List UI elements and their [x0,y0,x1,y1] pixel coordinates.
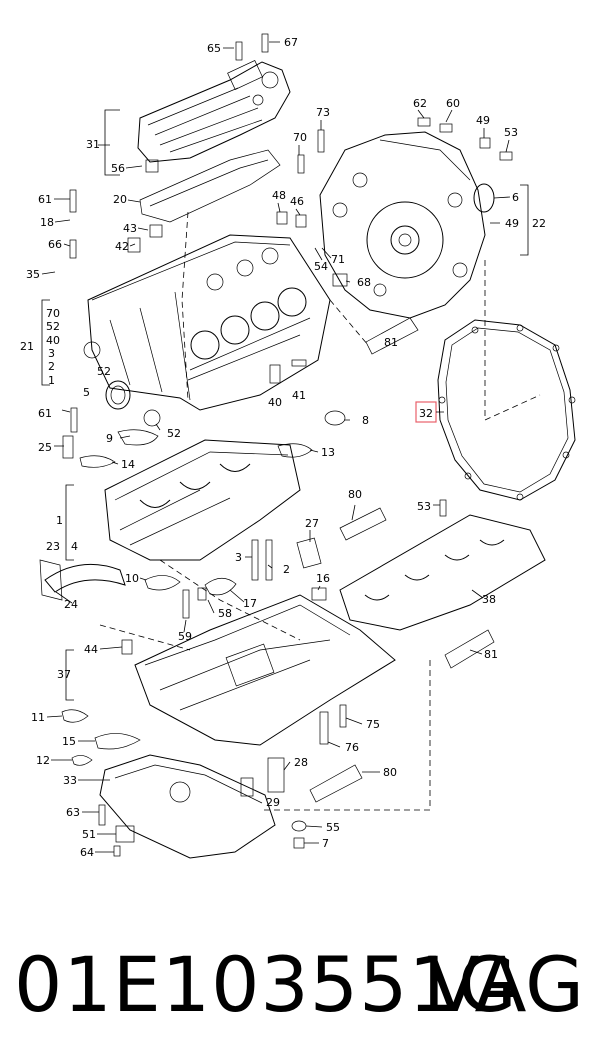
dashed-guides [41,109,541,811]
callout-52a: 52 [46,320,60,333]
exploded-parts-diagram: 65 67 31 56 73 62 60 49 53 70 61 20 48 4… [20,33,576,859]
leader-lines [41,41,511,853]
callout-labels: 65 67 31 56 73 62 60 49 53 70 61 20 48 4… [20,36,546,859]
callout-6: 6 [512,191,519,204]
callout-81b: 81 [484,648,498,661]
callout-65: 65 [207,42,221,55]
callout-33: 33 [63,774,77,787]
callout-5: 5 [83,386,90,399]
callout-31: 31 [86,138,100,151]
callout-15: 15 [62,735,76,748]
callout-38: 38 [482,593,496,606]
callout-21: 21 [20,340,34,353]
callout-53: 53 [504,126,518,139]
callout-56: 56 [111,162,125,175]
callout-54: 54 [314,260,328,273]
brand-name: VAG [427,940,584,1029]
callout-75: 75 [366,718,380,731]
footer: 01E103551G VAG [0,935,600,1045]
callout-16: 16 [316,572,330,585]
callout-53b: 53 [417,500,431,513]
callout-1b: 1 [56,514,63,527]
callout-51: 51 [82,828,96,841]
callout-2a: 2 [48,360,55,373]
cylinder-head-cover [137,60,291,163]
callout-17: 17 [243,597,257,610]
callout-40b: 40 [268,396,282,409]
callout-52b: 52 [97,365,111,378]
callout-67: 67 [284,36,298,49]
callout-3b: 3 [235,551,242,564]
crankcase-lower [104,439,301,561]
callout-44: 44 [84,643,98,656]
callout-81a: 81 [384,336,398,349]
callout-12: 12 [36,754,50,767]
callout-10: 10 [125,572,139,585]
callout-48: 48 [272,189,286,202]
callout-7: 7 [322,837,329,850]
callout-14: 14 [121,458,135,471]
bellhousing-adapter [319,131,486,319]
callout-68: 68 [357,276,371,289]
engine-block [87,234,331,411]
callout-76: 76 [345,741,359,754]
callout-9: 9 [106,432,113,445]
callout-46: 46 [290,195,304,208]
callout-70: 70 [293,131,307,144]
part-number: 01E103551G [14,940,518,1029]
callout-71: 71 [331,253,345,266]
callout-61: 61 [38,193,52,206]
callout-60: 60 [446,97,460,110]
callout-49b: 49 [505,217,519,230]
callout-80b: 80 [383,766,397,779]
callout-80a: 80 [348,488,362,501]
callout-28: 28 [294,756,308,769]
callout-8: 8 [362,414,369,427]
oil-pan-lower [99,754,276,859]
oil-deflector [44,563,126,593]
callout-49: 49 [476,114,490,127]
callout-43: 43 [123,222,137,235]
callout-23: 23 [46,540,60,553]
callout-2b: 2 [283,563,290,576]
callout-40a: 40 [46,334,60,347]
callout-73: 73 [316,106,330,119]
callout-1a: 1 [48,374,55,387]
callout-4: 4 [71,540,78,553]
callout-64: 64 [80,846,94,859]
callout-58: 58 [218,607,232,620]
callout-18: 18 [40,216,54,229]
callout-13: 13 [321,446,335,459]
callout-52c: 52 [167,427,181,440]
callout-63: 63 [66,806,80,819]
callout-41: 41 [292,389,306,402]
head-cover-gasket [139,149,281,223]
callout-62: 62 [413,97,427,110]
callout-35: 35 [26,268,40,281]
callout-42: 42 [115,240,129,253]
callout-29: 29 [266,796,280,809]
callout-3a: 3 [48,347,55,360]
callout-66: 66 [48,238,62,251]
callout-37: 37 [57,668,71,681]
callout-25: 25 [38,441,52,454]
callout-11: 11 [31,711,45,724]
callout-22: 22 [532,217,546,230]
bearing-frame [339,514,546,631]
callout-70b: 70 [46,307,60,320]
callout-20: 20 [113,193,127,206]
oil-pan-upper [134,594,396,746]
callout-27: 27 [305,517,319,530]
callout-61b: 61 [38,407,52,420]
callout-32: 32 [419,407,433,420]
callout-24: 24 [64,598,78,611]
transmission-gasket [437,319,576,501]
rear-seal [105,380,131,410]
callout-59: 59 [178,630,192,643]
callout-55: 55 [326,821,340,834]
